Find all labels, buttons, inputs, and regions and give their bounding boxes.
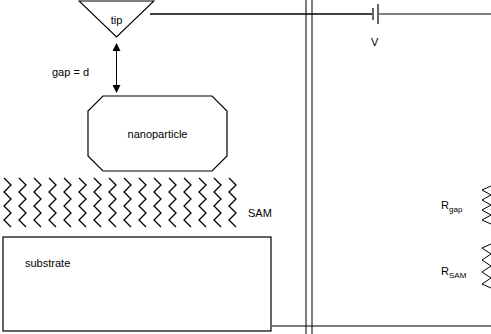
- nanoparticle-node: nanoparticle: [87, 95, 228, 172]
- resistor-subscript: gap: [449, 205, 462, 215]
- sam-chain: [109, 178, 116, 227]
- sam-chain: [34, 178, 41, 227]
- sam-chain: [214, 178, 221, 227]
- gap-label: gap = d: [52, 66, 89, 79]
- gap-arrow: [116, 44, 117, 92]
- node-label: substrate: [25, 257, 70, 270]
- sam-chain: [184, 178, 191, 227]
- sam-chain: [4, 178, 11, 227]
- sam-chain: [49, 178, 56, 227]
- node-label: tip: [111, 14, 123, 27]
- battery-symbol: [377, 4, 378, 24]
- tip-node: tip: [78, 0, 155, 38]
- wire: [379, 14, 491, 15]
- resistor-symbol: [482, 244, 491, 288]
- sam-chain: [19, 178, 26, 227]
- sam-chain: [94, 178, 101, 227]
- sam-label: SAM: [248, 207, 272, 220]
- sam-chain: [64, 178, 71, 227]
- separator-line: [312, 0, 313, 334]
- resistor-symbol: [482, 186, 491, 224]
- resistor-subscript: SAM: [449, 271, 466, 281]
- wire: [150, 13, 372, 15]
- substrate-node: substrate: [2, 236, 272, 332]
- resistor-label: R: [441, 265, 449, 278]
- sam-chain: [169, 178, 176, 227]
- node-label: nanoparticle: [128, 128, 188, 141]
- battery-symbol: [372, 8, 373, 20]
- sam-molecules: [4, 178, 236, 227]
- sam-chain: [229, 178, 236, 227]
- wire: [272, 325, 491, 326]
- sam-chain: [139, 178, 146, 227]
- node-outline: [2, 236, 272, 332]
- sam-chain: [79, 178, 86, 227]
- resistor-label: R: [441, 199, 449, 212]
- voltage-label: V: [371, 36, 378, 49]
- separator-line: [306, 0, 307, 334]
- sam-chain: [124, 178, 131, 227]
- sam-chain: [199, 178, 206, 227]
- sam-chain: [154, 178, 161, 227]
